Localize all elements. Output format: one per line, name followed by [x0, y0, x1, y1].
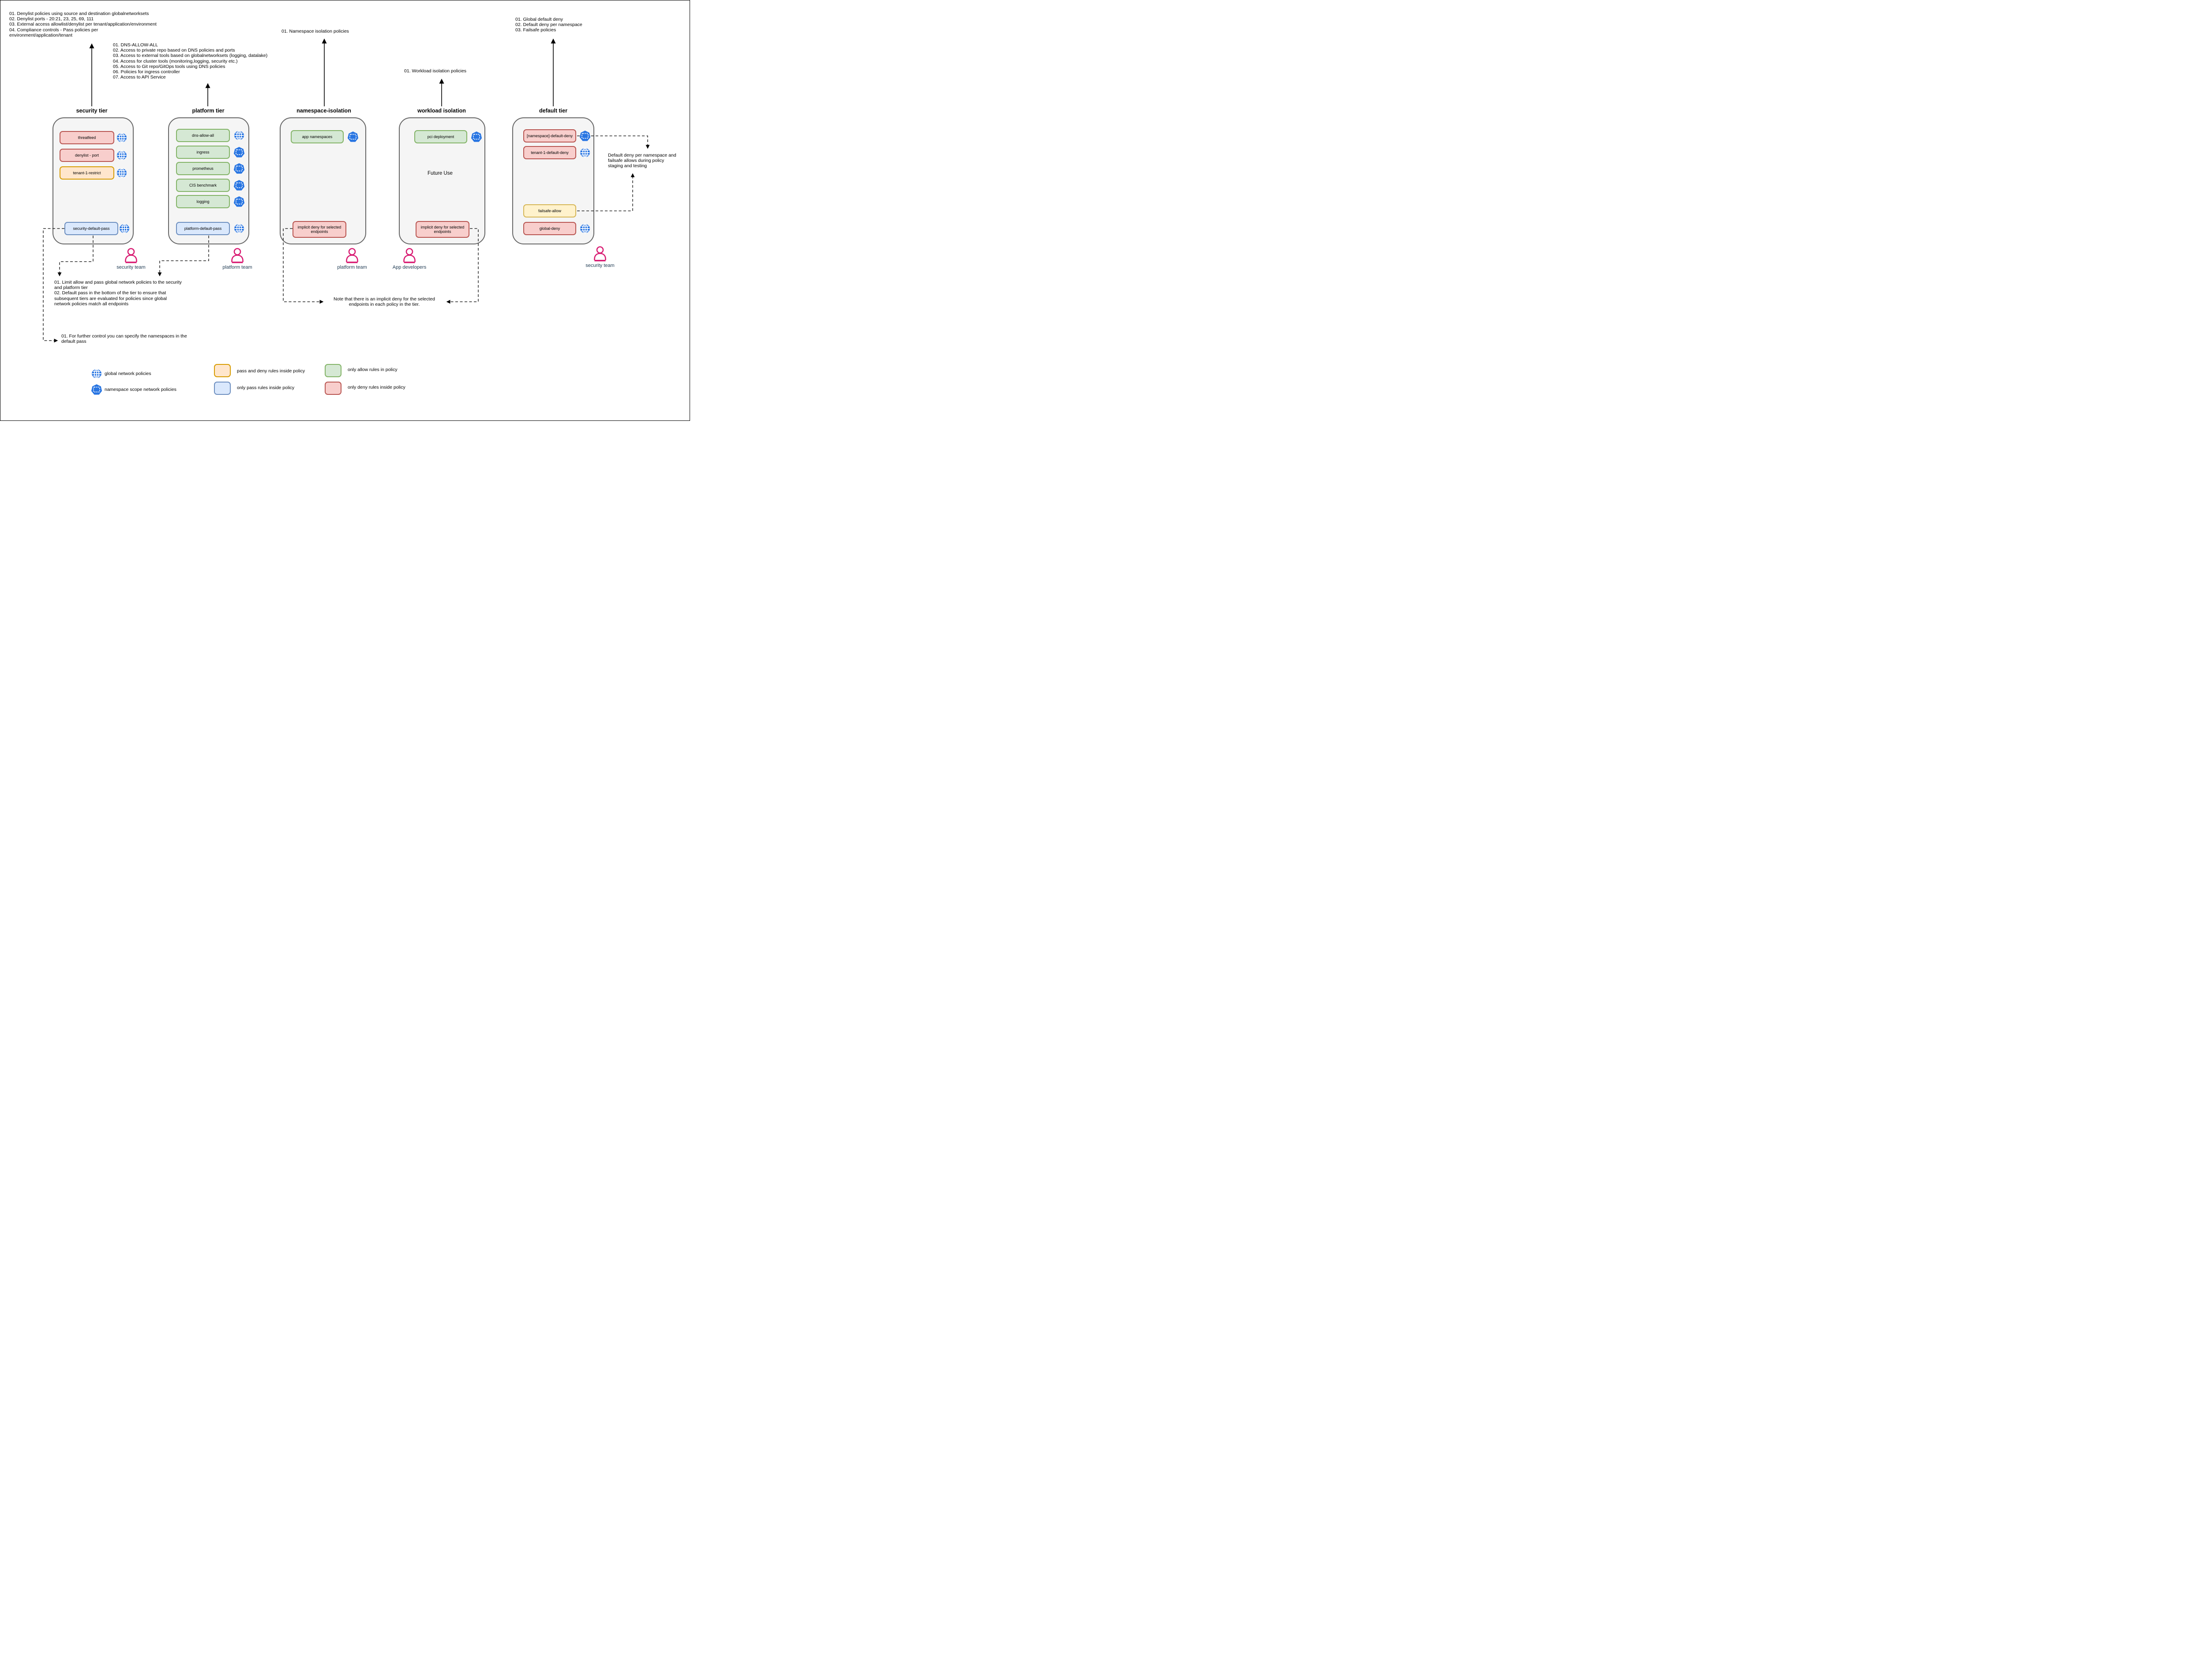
legend-namespace-policies: namespace scope network policies — [105, 387, 176, 392]
policy-app-namespaces: app namespaces — [291, 130, 344, 143]
legend-swatch-pass-deny — [214, 364, 231, 377]
person-icon — [345, 248, 359, 263]
global-network-policy-icon — [234, 130, 244, 141]
policy-tenant-1-restrict: tenant-1-restrict — [60, 166, 114, 180]
namespace-policy-icon — [233, 196, 245, 207]
default-tier-title: default tier — [539, 108, 567, 114]
workload-isolation-tier-title: workload isolation — [417, 108, 466, 114]
team-label-app-developers: App developers — [392, 265, 427, 270]
policy-failsafe-allow: failsafe-allow — [523, 204, 576, 218]
team-label-security: security team — [116, 265, 146, 270]
namespace-policy-icon — [91, 384, 102, 395]
network-policy-tiers-diagram: 01. Denylist policies using source and d… — [0, 0, 690, 421]
namespace-policy-icon — [347, 131, 359, 142]
global-network-policy-icon — [580, 147, 590, 158]
policy-global-deny: global-deny — [523, 222, 576, 235]
legend-swatch-pass — [214, 382, 231, 395]
namespace-policy-icon — [233, 146, 245, 158]
global-network-policy-icon — [116, 132, 127, 143]
policy-namespace-default-deny: [namespace]-default-deny — [523, 129, 576, 142]
policy-tenant-1-default-deny: tenant-1-default-deny — [523, 146, 576, 159]
policy-platform-default-pass: platform-default-pass — [176, 222, 230, 235]
policy-pci-deployment: pci deployment — [414, 130, 467, 143]
global-network-policy-icon — [234, 223, 244, 234]
namespace-policy-icon — [579, 130, 591, 142]
note-implicit-deny: Note that there is an implicit deny for … — [334, 296, 435, 308]
legend-pass-deny: pass and deny rules inside policy — [237, 368, 305, 374]
global-network-policy-icon — [91, 368, 102, 379]
policy-denylist-port: denylist - port — [60, 149, 114, 162]
namespace-policy-icon — [471, 131, 482, 142]
legend-deny: only deny rules inside policy — [348, 385, 405, 390]
global-network-policy-icon — [580, 223, 590, 234]
policy-cis-benchmark: CIS benchmark — [176, 179, 230, 192]
namespace-policy-icon — [233, 180, 245, 191]
namespace-tier-callout-text: 01. Namespace isolation policies — [281, 29, 349, 34]
note-further-control: 01. For further control you can specify … — [61, 334, 187, 345]
note-default-deny-failsafe: Default deny per namespace and failsafe … — [608, 153, 676, 169]
future-use-label: Future Use — [428, 171, 453, 176]
security-tier-callout-text: 01. Denylist policies using source and d… — [9, 11, 157, 38]
namespace-policy-icon — [233, 163, 245, 174]
global-network-policy-icon — [116, 150, 127, 161]
person-icon — [231, 248, 244, 263]
policy-prometheus: prometheus — [176, 162, 230, 175]
workload-tier-callout-text: 01. Workload isolation policies — [404, 68, 467, 74]
security-tier-title: security tier — [76, 108, 108, 114]
policy-ingress: ingress — [176, 146, 230, 159]
legend-global-policies: global network policies — [105, 371, 151, 376]
policy-implicit-deny-namespace: implicit deny for selected endpoints — [293, 221, 346, 238]
policy-threatfeed: threatfeed — [60, 131, 114, 144]
policy-dns-allow-all: dns-allow-all — [176, 129, 230, 142]
person-icon — [124, 248, 138, 263]
note-limit-pass: 01. Limit allow and pass global network … — [54, 280, 182, 307]
team-label-platform: platform team — [222, 265, 252, 270]
team-label-platform-2: platform team — [337, 265, 367, 270]
platform-tier-callout-text: 01. DNS-ALLOW-ALL 02. Access to private … — [113, 42, 268, 80]
platform-tier-title: platform tier — [192, 108, 225, 114]
team-label-security-2: security team — [585, 263, 615, 268]
legend-allow: only allow rules in policy — [348, 367, 398, 372]
person-icon — [593, 246, 607, 262]
policy-logging: logging — [176, 195, 230, 208]
default-tier-callout-text: 01. Global default deny 02. Default deny… — [515, 17, 582, 33]
legend-swatch-deny — [325, 382, 341, 395]
legend-pass: only pass rules inside policy — [237, 385, 295, 390]
global-network-policy-icon — [119, 223, 130, 234]
legend-swatch-allow — [325, 364, 341, 377]
person-icon — [403, 248, 416, 263]
global-network-policy-icon — [116, 168, 127, 178]
namespace-isolation-tier-title: namespace-isolation — [296, 108, 351, 114]
policy-implicit-deny-workload: implicit deny for selected endpoints — [416, 221, 469, 238]
policy-security-default-pass: security-default-pass — [64, 222, 118, 235]
